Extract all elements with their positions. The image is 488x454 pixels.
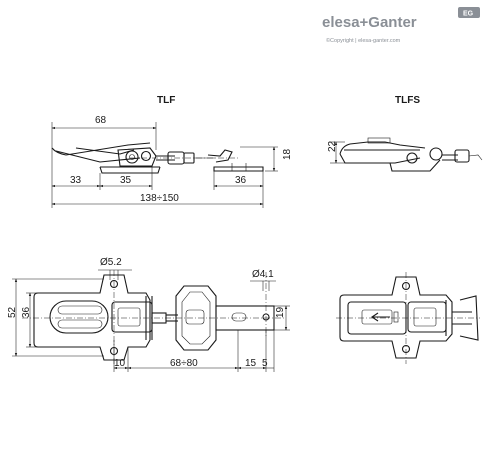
dim-18: 18 xyxy=(282,148,293,160)
dim-68-80: 68÷80 xyxy=(170,358,198,369)
tlf-plan-view xyxy=(22,270,285,365)
tlf-side-view xyxy=(51,142,264,174)
dim-15: 15 xyxy=(245,358,257,369)
dim-36-plan: 36 xyxy=(21,306,32,318)
tlf-plan-dimensions: 52 36 Ø5.2 Ø4.1 19 10 68÷80 15 5 xyxy=(7,257,290,372)
brand-name: elesa+Ganter xyxy=(322,14,417,31)
dim-68: 68 xyxy=(95,115,107,126)
dim-5: 5 xyxy=(262,358,268,369)
tlf-side-dimensions: 68 18 33 35 36 138÷150 xyxy=(51,115,293,208)
brand-badge: EG xyxy=(463,11,474,18)
dim-35: 35 xyxy=(120,175,132,186)
dim-138-150: 138÷150 xyxy=(140,193,179,204)
brand-badge-box xyxy=(458,7,480,18)
dim-33: 33 xyxy=(70,175,82,186)
brand-logo: elesa+Ganter EG ©Copyright | elesa-gante… xyxy=(322,7,480,44)
dim-phi-5-2: Ø5.2 xyxy=(100,257,122,268)
tlfs-plan-view xyxy=(336,272,480,364)
dim-52: 52 xyxy=(7,306,18,318)
view-label-tlf: TLF xyxy=(157,95,175,106)
view-label-tlfs: TLFS xyxy=(395,95,420,106)
dim-36-side: 36 xyxy=(235,175,247,186)
tlfs-side-view xyxy=(339,137,483,172)
dim-10: 10 xyxy=(114,358,126,369)
dim-22: 22 xyxy=(327,140,338,152)
dim-19: 19 xyxy=(275,306,286,318)
tlfs-side-dimensions: 22 xyxy=(327,140,345,164)
copyright-text: ©Copyright | elesa-ganter.com xyxy=(326,37,401,44)
dim-phi-4-1: Ø4.1 xyxy=(252,269,274,280)
